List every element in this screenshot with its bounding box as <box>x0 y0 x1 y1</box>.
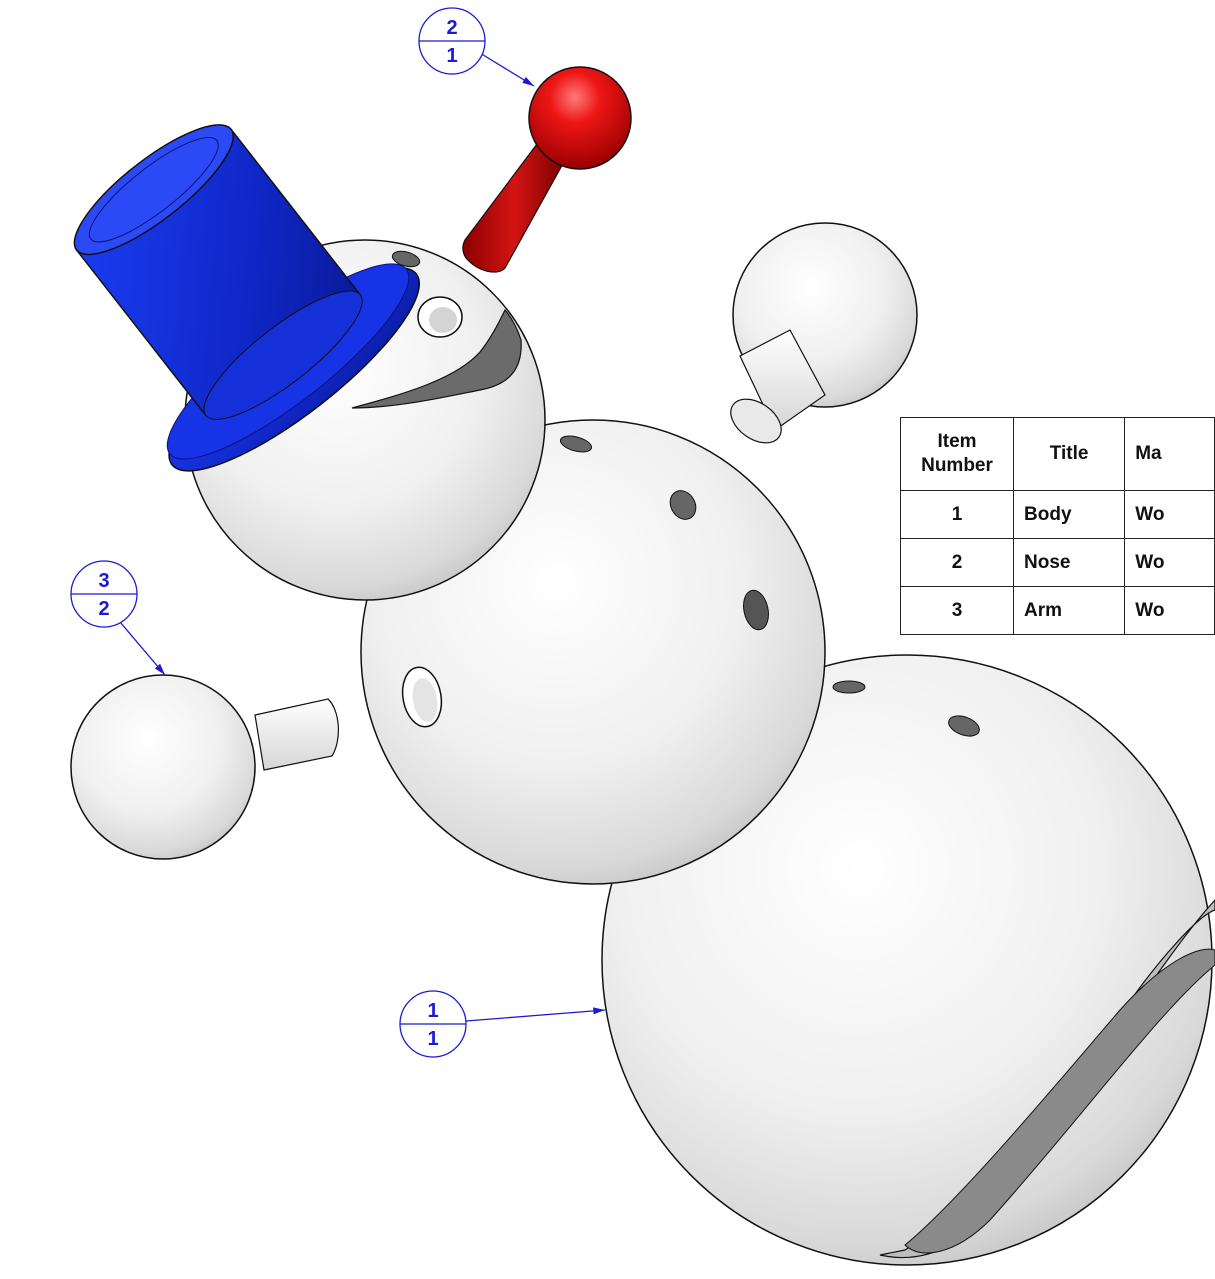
balloon-quantity: 1 <box>446 45 457 67</box>
nose-part <box>462 66 632 273</box>
balloon-quantity: 1 <box>427 1028 438 1050</box>
balloon-quantity: 2 <box>98 598 109 620</box>
bom-cell-title: Nose <box>1013 538 1126 587</box>
bom-cell-item-number: 2 <box>899 538 1015 587</box>
bom-cell-material: Wo <box>1124 538 1215 587</box>
bom-cell-title: Body <box>1013 490 1126 539</box>
balloon-item-number: 1 <box>427 1000 438 1022</box>
bom-cell-item-number: 1 <box>899 490 1015 539</box>
balloon-item-number: 2 <box>446 17 457 39</box>
balloon-item-1[interactable]: 1 1 <box>399 990 467 1058</box>
table-row: 2 Nose Wo <box>899 538 1215 587</box>
top-hat <box>73 124 421 472</box>
balloon-item-number: 3 <box>98 570 109 592</box>
arm-right <box>730 222 918 444</box>
arm-left <box>70 674 339 860</box>
bom-cell-material: Wo <box>1124 490 1215 539</box>
bom-cell-material: Wo <box>1124 586 1215 635</box>
table-row: 1 Body Wo <box>899 490 1215 539</box>
balloon-item-2[interactable]: 2 1 <box>418 7 486 75</box>
leader-line-item-2 <box>479 52 535 87</box>
bom-cell-title: Arm <box>1013 586 1126 635</box>
leader-line-item-3 <box>119 621 166 676</box>
bom-header-title: Title <box>1013 417 1126 491</box>
leader-line-item-1 <box>465 1007 606 1022</box>
table-row: 3 Arm Wo <box>899 586 1215 635</box>
balloon-item-3[interactable]: 3 2 <box>70 560 138 628</box>
bom-cell-item-number: 3 <box>899 586 1015 635</box>
bom-header-material: Ma <box>1124 417 1215 491</box>
